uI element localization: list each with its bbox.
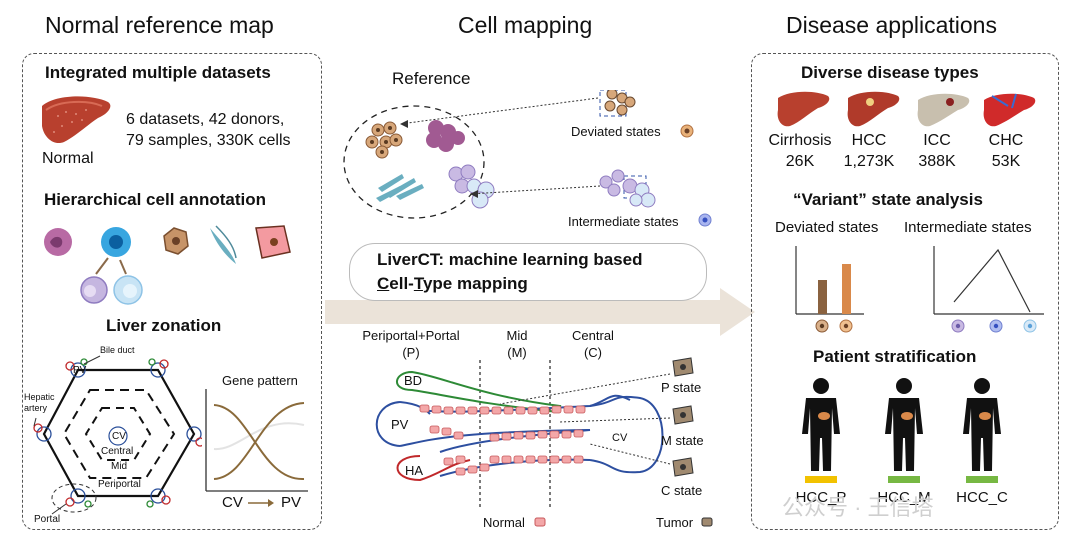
zone-c-abbr: (C) [583, 345, 603, 360]
hepatocyte-cell-icon [163, 227, 189, 255]
cell-hierarchy-diagram [44, 225, 291, 305]
right-section-title: Disease applications [786, 12, 997, 38]
zone-p-abbr: (P) [402, 345, 420, 360]
bd-label: BD [404, 373, 423, 388]
m-state-label: M state [661, 433, 704, 448]
cv-label: CV [612, 432, 628, 444]
p-state-cell-icon [672, 357, 694, 377]
sinusoid-diagram [375, 360, 671, 510]
disease-name: ICC [923, 132, 951, 149]
patient-stratification-title: Patient stratification [813, 347, 977, 366]
icc-liver-icon [917, 93, 970, 127]
liverct-t-letter: T [413, 274, 423, 293]
liver-zonation-title: Liver zonation [106, 316, 222, 335]
zone-m-name: Mid [506, 328, 528, 343]
mid-zone-label: Mid [111, 461, 128, 472]
periportal-zone-label: Periportal [98, 479, 141, 490]
hierarchical-annotation-title: Hierarchical cell annotation [44, 190, 267, 209]
intermediate-states-label: Intermediate states [568, 214, 679, 229]
liverct-line1: LiverCT: machine learning based [377, 250, 643, 269]
reference-label: Reference [392, 69, 471, 88]
left-section-title: Normal reference map [45, 12, 274, 38]
zone-m-abbr: (M) [507, 345, 527, 360]
bile-duct-label: Bile duct [100, 345, 135, 355]
deviated-states-label: Deviated states [571, 124, 661, 139]
liverct-box [349, 243, 707, 301]
liverct-ell: ell- [389, 274, 414, 293]
reference-cluster-diagram [343, 90, 656, 219]
diverse-disease-title: Diverse disease types [801, 63, 979, 82]
liverct-c-letter: C [377, 274, 390, 293]
lymphocyte-cell-icon [101, 227, 131, 257]
disease-count: 53K [991, 153, 1021, 170]
hcc-liver-icon [847, 91, 900, 127]
gene-axis-pv-label: PV [281, 494, 302, 511]
normal-cell-icon [534, 517, 546, 527]
hepatic-label: Hepatic [24, 392, 55, 402]
stellate-cell-icon [210, 225, 237, 264]
c-state-label: C state [661, 483, 703, 498]
deviated-cell-icon [680, 124, 694, 138]
patient-group-label: HCC_P [795, 489, 847, 506]
patient-group-bar [966, 476, 998, 483]
gene-pattern-title: Gene pattern [222, 373, 298, 388]
variant-deviated-label: Deviated states [775, 219, 879, 236]
normal-legend-label: Normal [483, 515, 525, 530]
tumor-legend-label: Tumor [656, 515, 694, 530]
disease-count: 26K [785, 153, 815, 170]
arrow-right-icon [248, 499, 274, 507]
c-state-cell-icon [672, 457, 694, 477]
liver-lobule-diagram [33, 355, 202, 515]
patient-group-bar [888, 476, 920, 483]
patient-group-label: HCC_C [956, 489, 1008, 506]
patient-figure-icon [885, 378, 923, 471]
disease-applications-panel [751, 53, 1059, 530]
disease-liver-icons [777, 91, 1036, 127]
watermark: 公众号 · 王信塔 [782, 495, 934, 520]
patient-group-bar [805, 476, 837, 483]
m-state-cell-icon [672, 405, 694, 425]
variant-analysis-title: “Variant” state analysis [793, 190, 983, 209]
integrated-datasets-title: Integrated multiple datasets [45, 63, 271, 82]
stats-line2: 79 samples, 330K cells [126, 132, 291, 149]
disease-name: CHC [988, 132, 1024, 149]
normal-liver-icon [42, 96, 111, 144]
pv-label: PV [391, 417, 409, 432]
chc-liver-icon [983, 93, 1036, 127]
tumor-cell-icon [701, 517, 713, 527]
tumor-cell-icon [255, 225, 291, 259]
normal-label: Normal [42, 150, 94, 167]
artery-label: artery [24, 403, 48, 413]
cv-lobule-label: CV [112, 431, 126, 442]
ha-label: HA [405, 463, 424, 478]
liverct-ype: ype mapping [422, 274, 528, 293]
disease-count: 388K [918, 153, 956, 170]
disease-name: HCC [851, 132, 887, 149]
cirrhosis-liver-icon [777, 91, 830, 127]
macrophage-cell-icon [44, 228, 72, 256]
pv-lobule-label: PV [73, 365, 87, 376]
stats-line1: 6 datasets, 42 donors, [126, 111, 285, 128]
patient-figure-icon [963, 378, 1001, 471]
middle-section-title: Cell mapping [458, 12, 593, 38]
intermediate-cell-icon [698, 213, 712, 227]
central-zone-label: Central [101, 446, 134, 457]
liverct-line2: Cell-Type mapping [377, 274, 528, 294]
deviated-bar-chart [795, 246, 864, 333]
normal-reference-panel [22, 53, 322, 530]
disease-name: Cirrhosis [768, 132, 832, 149]
gene-axis-cv-label: CV [222, 494, 243, 511]
intermediate-line-chart [933, 246, 1044, 333]
disease-count: 1,273K [843, 153, 895, 170]
zone-p-name: Periportal+Portal [362, 328, 460, 343]
portal-label: Portal [34, 514, 61, 525]
zone-c-name: Central [572, 328, 614, 343]
patient-figure-icon [802, 378, 840, 471]
patient-group-label: HCC_M [877, 489, 931, 506]
gene-pattern-plot [205, 389, 308, 492]
p-state-label: P state [661, 380, 702, 395]
variant-intermediate-label: Intermediate states [904, 219, 1032, 236]
